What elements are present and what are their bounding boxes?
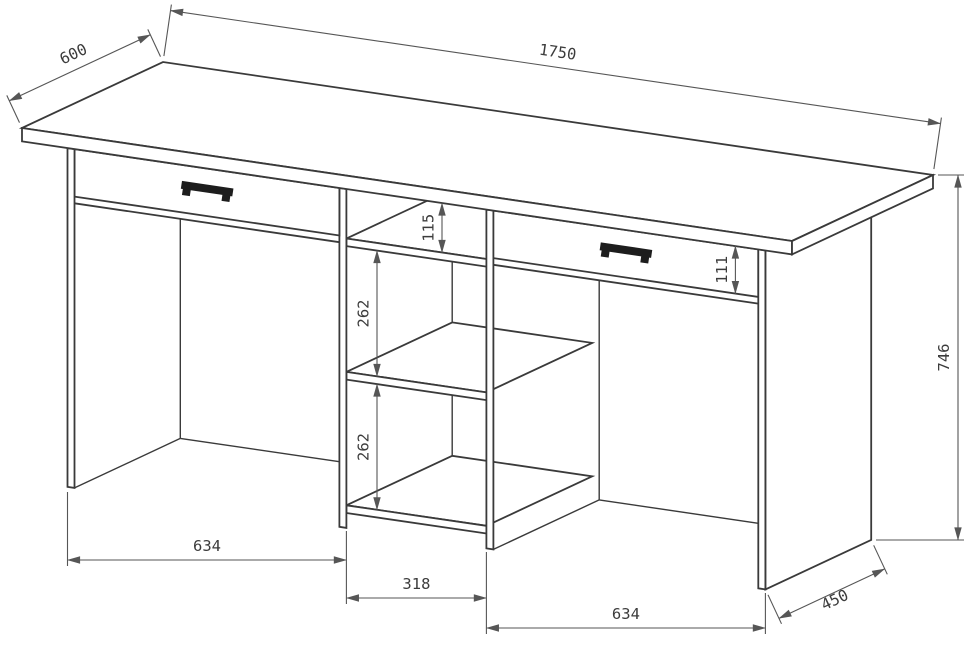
dim-shelf-gap-lower: 262	[355, 383, 381, 511]
dim-label-top-depth: 600	[57, 40, 90, 68]
center-divider-left	[338, 186, 348, 529]
dim-label-right-pedestal-width: 634	[612, 605, 640, 623]
dim-label-total-width: 1750	[538, 41, 578, 64]
dim-total-width: 1750	[163, 4, 942, 170]
dim-label-niche-width: 318	[402, 575, 430, 593]
dimension-line	[778, 568, 886, 619]
center-divider-right	[485, 208, 495, 551]
left-pedestal-interior	[74, 219, 340, 489]
extension-line	[147, 29, 161, 57]
dim-label-pedestal-depth: 450	[818, 586, 851, 614]
dim-right-pedestal-width: 634	[485, 593, 766, 634]
right-side-panel-face	[764, 193, 873, 591]
drawer-handle-icon	[599, 242, 653, 264]
dim-niche-width: 318	[345, 552, 487, 634]
dim-label-drawer-height: 111	[713, 256, 731, 284]
dim-left-pedestal-width: 634	[66, 492, 347, 604]
drawer-handle-icon	[180, 180, 234, 203]
dim-drawer-height: 111	[713, 245, 740, 295]
right-side-panel-edge	[757, 248, 767, 591]
extension-line	[873, 545, 888, 575]
dim-label-total-height: 746	[935, 344, 953, 372]
right-drawer-rail	[493, 263, 759, 305]
dim-label-shelf-gap-lower: 262	[355, 433, 373, 461]
extension-line	[163, 4, 172, 57]
left-drawer-rail	[74, 202, 340, 244]
dim-label-top-shelf-gap: 115	[420, 214, 438, 242]
dimension-line	[8, 34, 151, 102]
dim-shelf-gap-upper: 262	[355, 250, 381, 377]
dim-top-shelf-gap: 115	[420, 202, 446, 254]
right-pedestal-interior	[493, 281, 759, 551]
dim-total-height: 746	[876, 174, 964, 541]
desk-top-right-edge	[791, 173, 934, 256]
left-side-panel-edge	[66, 147, 76, 489]
dimension-line	[169, 8, 942, 126]
extension-line	[767, 594, 782, 625]
extension-line	[933, 117, 942, 170]
dim-label-left-pedestal-width: 634	[193, 537, 221, 555]
dim-label-shelf-gap-upper: 262	[355, 300, 373, 328]
